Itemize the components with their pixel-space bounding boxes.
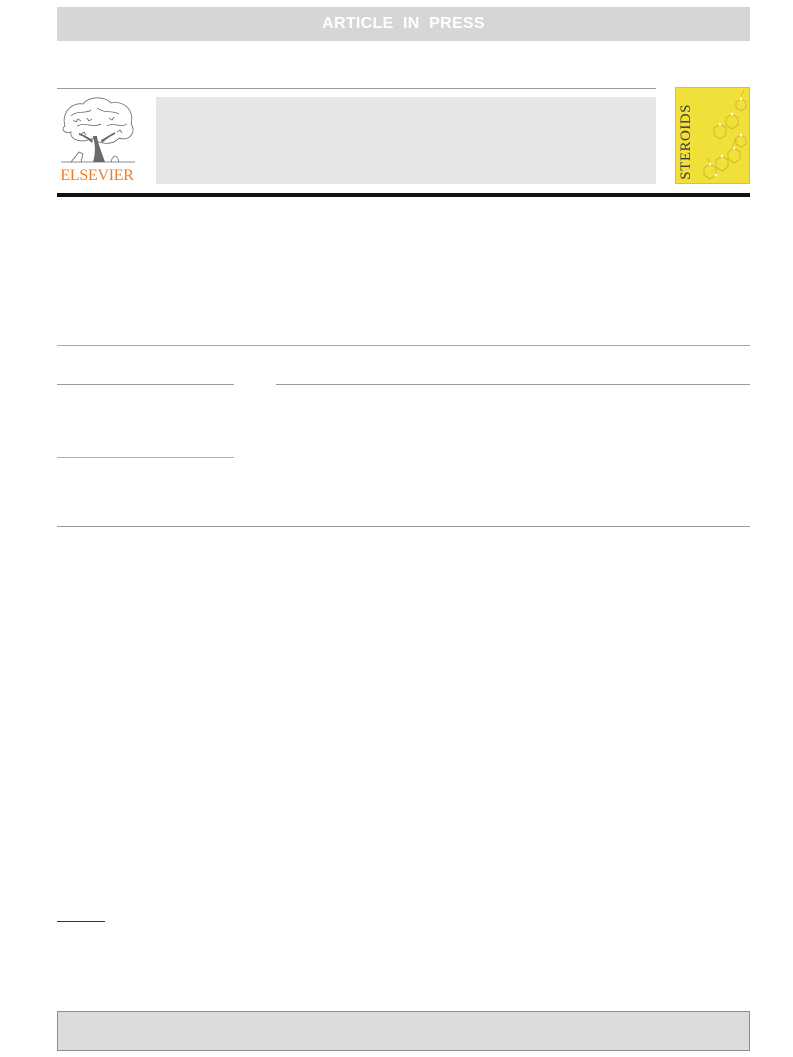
abstract-top-rule <box>57 345 750 346</box>
header-top-rule <box>57 88 656 89</box>
publisher-logo: ELSEVIER <box>57 96 137 186</box>
article-in-press-banner: ARTICLE IN PRESS <box>57 7 750 41</box>
abstract-heading-rule <box>276 384 750 385</box>
journal-cover: STEROIDS <box>675 87 750 184</box>
journal-cover-title: STEROIDS <box>678 104 694 180</box>
keywords-rule <box>57 457 234 458</box>
abstract-bottom-rule <box>57 526 750 527</box>
molecule-illustration-icon <box>703 89 747 180</box>
publisher-name: ELSEVIER <box>60 167 134 184</box>
header-bottom-rule <box>57 193 750 197</box>
banner-label: ARTICLE IN PRESS <box>322 15 485 32</box>
footnote-rule <box>57 921 105 922</box>
article-info-rule <box>57 384 234 385</box>
citation-footer-bar <box>57 1011 750 1051</box>
journal-header-band <box>156 97 656 184</box>
tree-logo-icon <box>61 97 135 163</box>
